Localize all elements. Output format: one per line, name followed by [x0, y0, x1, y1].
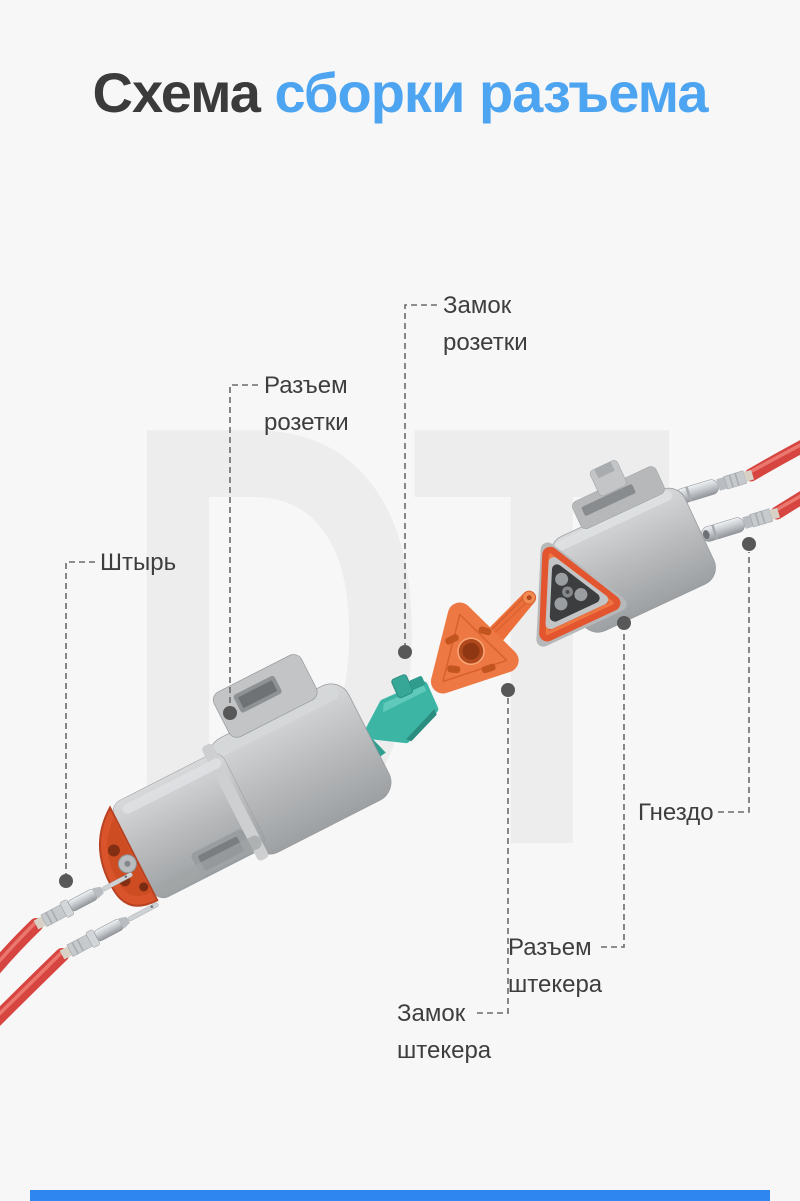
- leader-receptacle: [718, 552, 750, 813]
- leader-socket-lock: [404, 304, 437, 645]
- label-plug-lock: Замок штекера: [397, 1000, 492, 1064]
- title-black: Схема: [92, 61, 261, 124]
- bottom-accent-bar: [30, 1190, 770, 1201]
- label-socket-connector: Разъем розетки: [264, 372, 349, 436]
- leader-socket-connector: [229, 384, 258, 706]
- leader-plug-connector: [601, 631, 625, 948]
- label-pin: Штырь: [100, 549, 177, 576]
- socket-connector-part: [99, 654, 392, 907]
- label-receptacle: Гнездо: [638, 799, 714, 826]
- label-socket-lock: Замок розетки: [443, 292, 528, 356]
- receptacle-terminals-part: [673, 440, 800, 544]
- pin-terminals-part: [0, 865, 163, 1026]
- label-plug-connector: Разъем штекера: [508, 934, 603, 998]
- page-title: Схема сборки разъема: [0, 60, 800, 125]
- leader-pin: [65, 561, 95, 874]
- leader-lines: [65, 304, 750, 1014]
- plug-wedge-lock-part: [430, 590, 537, 694]
- title-accent: сборки разъема: [274, 61, 709, 124]
- leader-plug-lock: [477, 698, 509, 1014]
- leader-dots: [59, 537, 756, 888]
- plug-connector-part: [536, 460, 716, 647]
